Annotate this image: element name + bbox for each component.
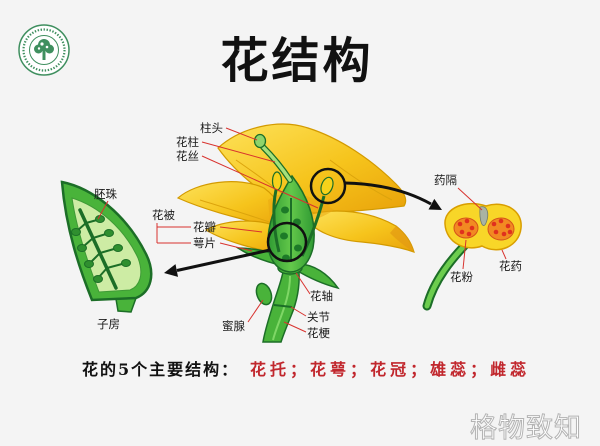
- summary-item: 雄蕊: [429, 360, 470, 379]
- leader-line-ovule: [97, 200, 109, 220]
- summary-separator: ；: [470, 360, 490, 379]
- label-connective: 药隔: [434, 173, 457, 187]
- leader-line-filament: [201, 155, 319, 209]
- label-anther: 花药: [499, 259, 522, 273]
- nectary: [255, 282, 273, 306]
- connective: [479, 206, 489, 226]
- summary-item: 花萼: [310, 360, 350, 379]
- sepal-right: [295, 263, 340, 290]
- summary-item: 雌蕊: [490, 360, 530, 379]
- leader-line-petal: [219, 226, 263, 233]
- ovary-ovule: [280, 232, 288, 240]
- stamen-anther-right: [320, 176, 334, 196]
- stigma: [253, 133, 267, 149]
- label-stigma: 柱头: [200, 121, 223, 135]
- ovule: [77, 244, 87, 252]
- leader-line-stigma: [225, 127, 258, 141]
- summary-lead: 花的5个主要结构：: [82, 360, 239, 379]
- arrow-to-anther-detail: [344, 181, 442, 210]
- stem-highlight: [272, 275, 291, 341]
- petal-fold-shade: [390, 226, 414, 252]
- label-pollen: 花粉: [450, 270, 473, 284]
- label-sepal: 萼片: [193, 236, 216, 250]
- summary-separator: ；: [410, 360, 430, 379]
- ovule: [84, 260, 94, 268]
- ovary-focus-circle: [266, 221, 308, 263]
- style-inner: [261, 145, 292, 182]
- label-ovule: 胚珠: [94, 187, 117, 201]
- label-pedicel: 花梗: [307, 326, 330, 340]
- arrow-to-ovary-detail: [164, 248, 271, 277]
- leader-bracket-perianth: [156, 223, 191, 244]
- stamen-filament-left: [272, 189, 281, 253]
- summary-item: 花冠: [370, 360, 410, 379]
- watermark: 格物致知: [470, 413, 582, 444]
- ovule: [113, 244, 123, 252]
- ovule: [71, 228, 81, 236]
- label-floral-axis: 花轴: [310, 289, 333, 303]
- leader-line-joint: [290, 306, 307, 317]
- label-style: 花柱: [176, 135, 199, 149]
- anther-focus-circle: [309, 167, 347, 205]
- label-ovary: 子房: [97, 317, 120, 331]
- joint: [273, 304, 293, 308]
- page-title: 花结构: [220, 33, 373, 89]
- stamen-anther-left: [271, 171, 283, 191]
- summary-structures: 花托；花萼；花冠；雄蕊；雌蕊: [250, 360, 530, 379]
- leader-line-style: [201, 141, 276, 163]
- ovule: [95, 215, 105, 223]
- ovule: [93, 275, 103, 283]
- label-perianth: 花被: [152, 208, 175, 222]
- pollen-grains: [457, 218, 513, 237]
- leader-line-anther: [501, 249, 507, 260]
- leader-line-sepal: [219, 242, 253, 252]
- leader-line-floral-axis: [295, 272, 311, 295]
- ovary-ovule: [294, 244, 302, 252]
- leader-line-pollen: [462, 239, 467, 270]
- ovule: [104, 229, 114, 237]
- label-filament: 花丝: [176, 149, 199, 163]
- anther-detail: [422, 202, 522, 311]
- summary-separator: ；: [350, 360, 370, 379]
- leader-line-connective: [457, 187, 483, 211]
- ovule: [121, 259, 131, 267]
- summary-separator: ；: [290, 360, 310, 379]
- leader-line-pedicel: [283, 321, 307, 333]
- tree-icon: [34, 39, 54, 60]
- logo-seal: [18, 24, 70, 76]
- ovule-branches: [77, 219, 123, 278]
- leader-line-nectary: [247, 299, 264, 323]
- label-nectary: 蜜腺: [222, 319, 245, 333]
- label-joint: 关节: [307, 310, 330, 324]
- ovary-ovule: [281, 206, 289, 214]
- summary-item: 花托: [250, 360, 290, 379]
- pedicel: [262, 271, 300, 343]
- label-petal: 花瓣: [193, 220, 216, 234]
- leader-lines: [97, 127, 507, 333]
